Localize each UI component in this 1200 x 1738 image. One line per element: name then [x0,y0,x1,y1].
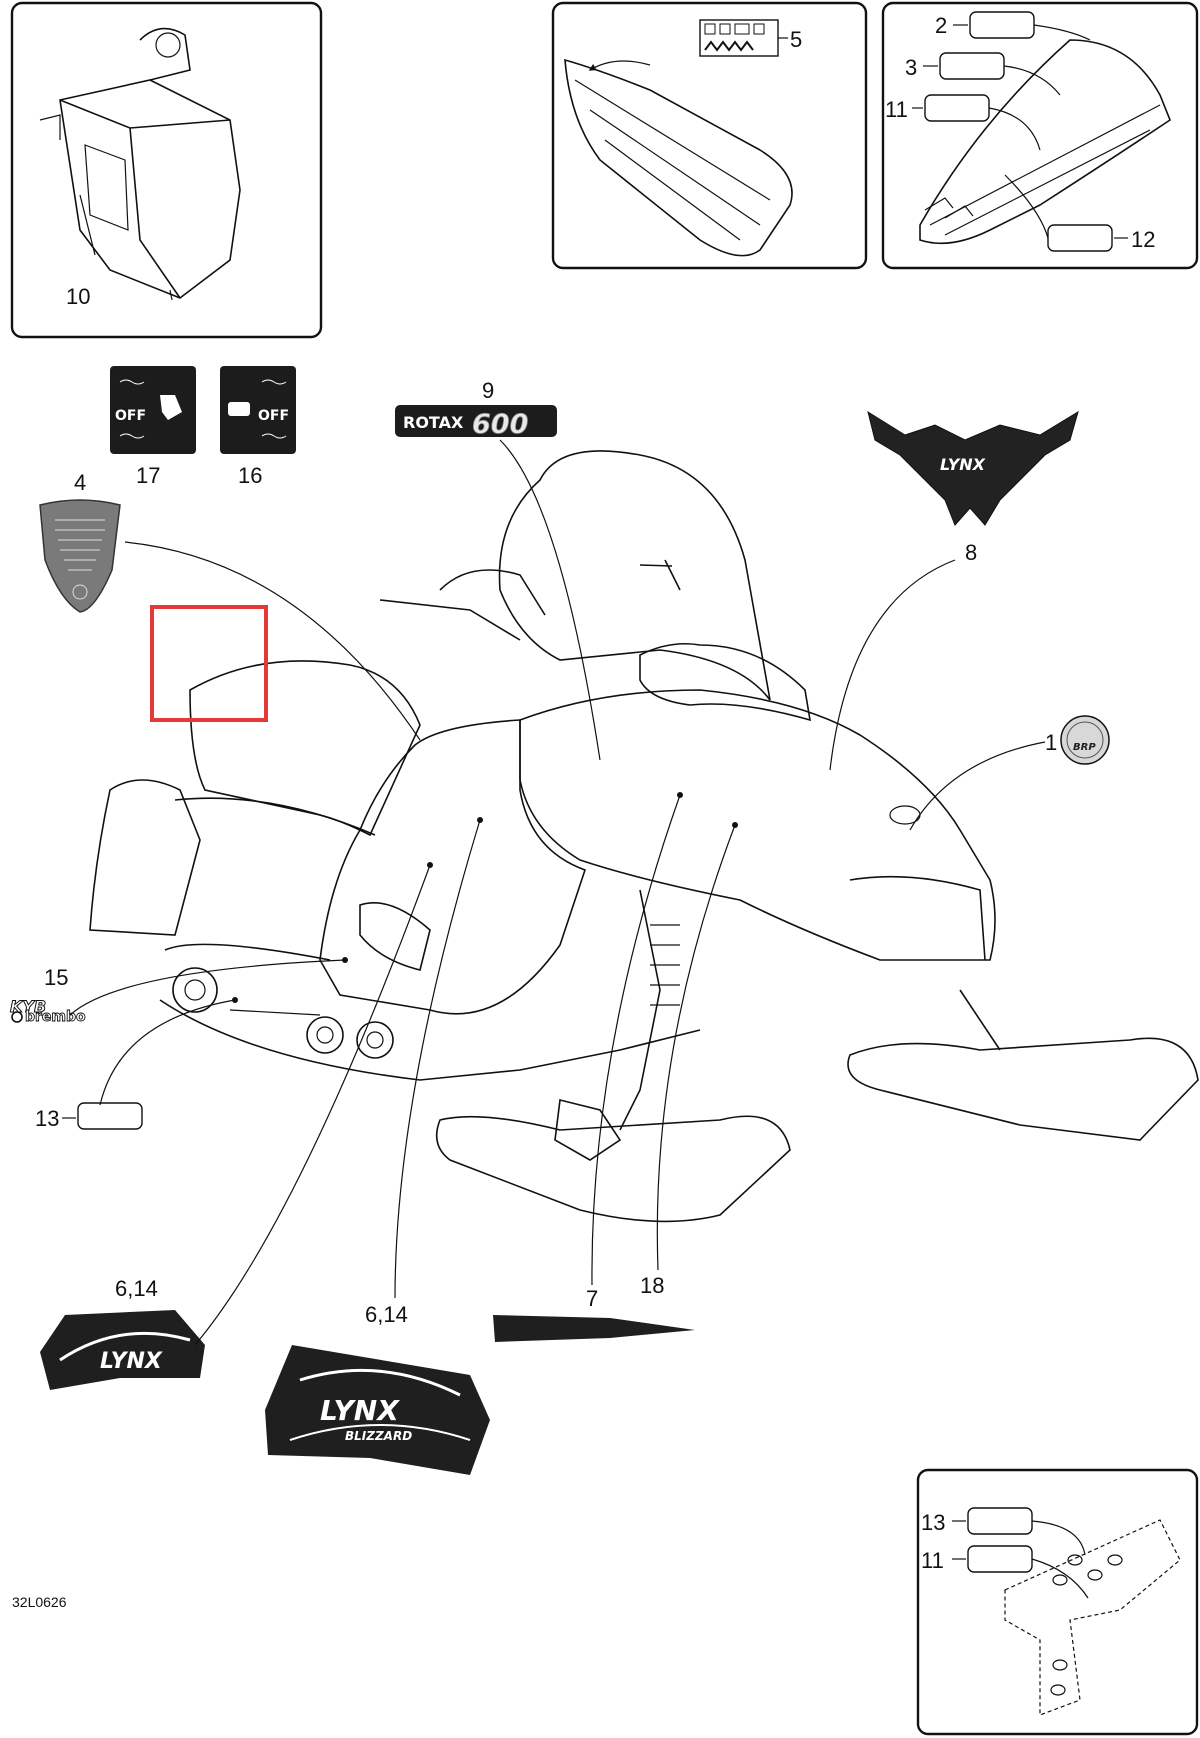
svg-text:LYNX: LYNX [320,1394,400,1427]
decal-7-stripe: 7 [493,1286,695,1342]
callout-11-top: 11 [885,97,908,122]
decal-8-lynx-nose: LYNX 8 [867,410,1079,565]
callout-13-left: 13 [35,1106,59,1131]
callout-17: 17 [136,463,160,488]
callout-1: 1 [1045,730,1057,755]
callout-13-inset: 13 [921,1510,945,1535]
callout-18: 18 [640,1273,664,1298]
callout-16: 16 [238,463,262,488]
callout-5: 5 [790,27,802,52]
inset-rear-flap: 2 3 11 12 [881,1,1199,270]
svg-text:LYNX: LYNX [940,455,986,474]
svg-text:OFF: OFF [115,408,146,424]
callout-12: 12 [1131,227,1155,252]
part-13-left: 13 [35,1102,143,1131]
decal-15: 15 KYB brembo [10,965,87,1025]
svg-text:BRP: BRP [1073,742,1096,753]
svg-text:LYNX: LYNX [100,1349,163,1374]
decal-17: OFF 17 [110,366,196,488]
callout-4: 4 [74,470,86,495]
inset-oil-tank: 10 [10,1,323,339]
part-box-2 [969,11,1035,39]
part-box-11a [924,94,990,122]
part-box-13b [967,1507,1033,1535]
decal-16: OFF 16 [220,366,296,488]
part-box-12 [1047,224,1113,252]
callout-6-14-center: 6,14 [365,1302,408,1327]
callout-9: 9 [482,378,494,403]
decal-1-brp: BRP 1 [1045,715,1110,765]
decal-4: 4 [39,470,121,613]
callout-2: 2 [935,13,947,38]
callout-11-inset: 11 [921,1548,944,1573]
callout-15: 15 [44,965,68,990]
svg-text:600: 600 [472,409,528,440]
leader-lines [69,439,1046,1346]
decal-6-14-large: 6,14 LYNX BLIZZARD [265,1302,490,1475]
inset-footrest: 13 11 [916,1468,1199,1736]
decal-9-rotax: 9 ROTAX 600 [395,378,557,440]
inset-seat: 5 [551,1,868,270]
part-box-3 [939,52,1005,80]
callout-8: 8 [965,540,977,565]
svg-text:brembo: brembo [25,1009,86,1025]
svg-text:ROTAX: ROTAX [403,413,464,432]
svg-text:BLIZZARD: BLIZZARD [345,1429,412,1443]
part-box-11b [967,1545,1033,1573]
part-box-13a [77,1102,143,1130]
drawing-code: 32L0626 [12,1594,67,1610]
decal-6-14-small: 6,14 LYNX [40,1276,205,1390]
highlight-box [150,605,268,722]
seat-warning-label [699,19,779,57]
snowmobile-drawing [89,450,1199,1223]
callout-7: 7 [586,1286,598,1311]
callout-6-14-left: 6,14 [115,1276,158,1301]
callout-10: 10 [66,284,90,309]
callout-3: 3 [905,55,917,80]
svg-text:OFF: OFF [258,408,289,424]
